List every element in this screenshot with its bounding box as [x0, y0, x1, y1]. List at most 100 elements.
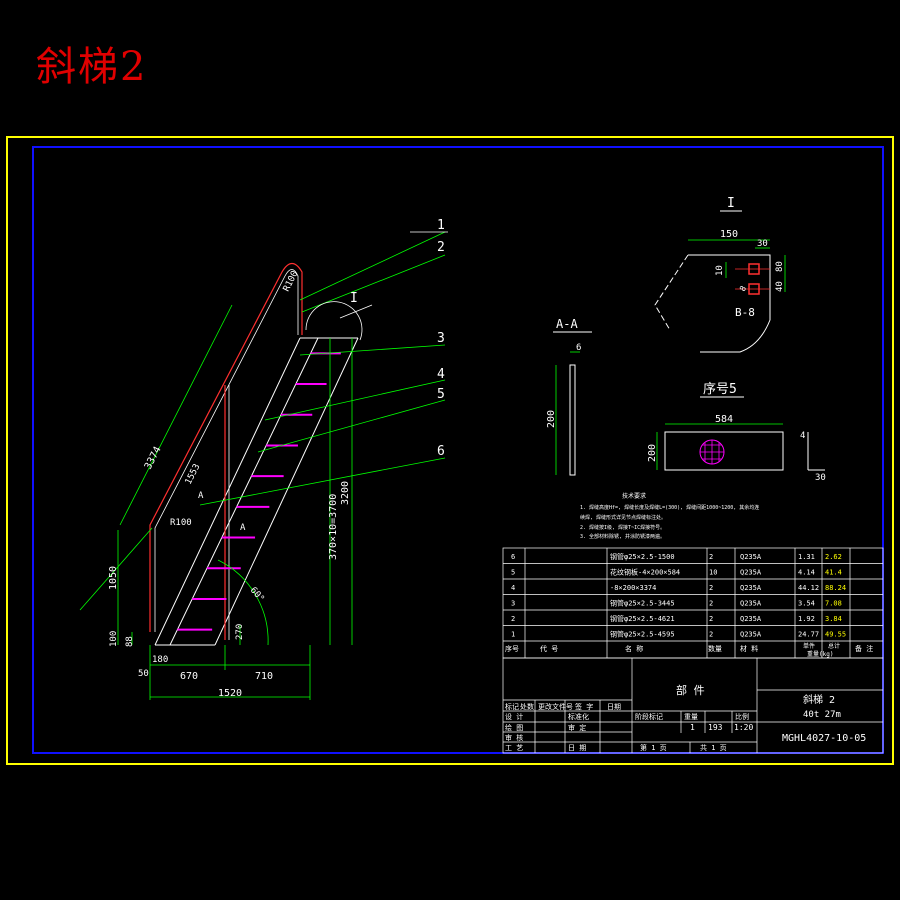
- tb-approve: 审 定: [568, 723, 586, 732]
- bom-header-qty: 数量: [708, 644, 722, 653]
- dim-h270: 270: [235, 624, 245, 640]
- bom-total-weight: 49.55: [825, 631, 846, 639]
- dim-h88: 88: [125, 636, 135, 647]
- tech-notes: 技术要求 1. 焊缝高度Hf=, 焊缝长度及焊缝L=(300), 焊缝间距100…: [580, 492, 759, 540]
- detail-i-d40: 40: [775, 281, 785, 292]
- callout-1: 1: [437, 218, 445, 233]
- dim-h50: 50: [138, 669, 149, 679]
- bom-material: Q235A: [740, 615, 762, 623]
- tech-note-line: 3. 全部材料除锈, 并涂防锈漆两遍。: [580, 533, 665, 540]
- tb-scale-label: 比例: [735, 712, 749, 721]
- bom-material: Q235A: [740, 553, 762, 561]
- bom-unit-weight: 1.92: [798, 615, 815, 623]
- detail-i-d5: 8: [738, 284, 748, 293]
- tech-note-line: 1. 焊缝高度Hf=, 焊缝长度及焊缝L=(300), 焊缝间距1000~120…: [580, 504, 759, 511]
- callout-3: 3: [437, 331, 445, 346]
- detail-i: [654, 210, 786, 353]
- inner-frame: [32, 146, 884, 754]
- dim-w180: 180: [152, 655, 168, 665]
- bom-unit-weight: 3.54: [798, 600, 815, 608]
- tech-note-line: 2. 焊缝按I级, 焊接T~IC焊接符号。: [580, 524, 665, 531]
- bom-total-weight: 3.84: [825, 615, 842, 623]
- callout-2: 2: [437, 240, 445, 255]
- bom-header-total: 总计: [828, 642, 840, 650]
- tb-qty: 1: [690, 723, 695, 732]
- bom-header-code: 代 号: [540, 644, 558, 653]
- part5-thickness: 4: [800, 431, 805, 441]
- bom-no: 4: [511, 584, 515, 592]
- detail-i-d10: 10: [715, 265, 725, 276]
- bom-total-weight: 2.62: [825, 553, 842, 561]
- bom-qty: 2: [709, 553, 713, 561]
- tb-weight: 193: [708, 723, 723, 732]
- bom-header-weight-unit: 重量(kg): [807, 650, 833, 658]
- part5-width: 584: [715, 414, 733, 425]
- dim-w1520: 1520: [218, 688, 242, 699]
- dim-w710: 710: [255, 671, 273, 682]
- section-mark-a1: A: [198, 491, 204, 501]
- tb-count: 处数: [520, 702, 534, 711]
- bom-header-note: 备 注: [855, 644, 873, 653]
- tb-process: 工 艺: [505, 744, 523, 752]
- tb-check: 审 核: [505, 733, 523, 742]
- bom-name: 钢管φ25×2.5-4595: [610, 630, 675, 639]
- tb-subtitle: 40t 27m: [803, 710, 841, 720]
- section-aa-height: 200: [546, 410, 557, 428]
- bom-name: 钢管φ25×2.5-3445: [610, 599, 675, 608]
- tb-stage: 阶段标记: [635, 712, 663, 721]
- tb-scale: 1:20: [734, 723, 753, 732]
- ladder-main-view: [79, 231, 448, 700]
- bom-no: 5: [511, 569, 515, 577]
- bom-header-unit: 单件: [803, 642, 815, 650]
- tb-name: 斜梯 2: [803, 693, 835, 706]
- bom-no: 1: [511, 631, 515, 639]
- dim-bottom-radius: R100: [170, 518, 192, 528]
- dim-angle: 60°: [248, 586, 266, 605]
- part5-view: [656, 396, 825, 471]
- dim-total-h: 3200: [340, 481, 351, 505]
- bom-unit-weight: 24.77: [798, 631, 819, 639]
- tb-sign: 签 字: [575, 702, 593, 711]
- tb-date: 日期: [607, 703, 621, 711]
- part5-label: 序号5: [703, 382, 737, 397]
- dim-overall-len: 3374: [143, 445, 164, 471]
- tb-weight-label: 重量: [684, 713, 698, 721]
- dim-steps: 370×10=3700: [328, 494, 339, 560]
- bom-unit-weight: 1.31: [798, 553, 815, 561]
- bom-qty: 2: [709, 600, 713, 608]
- detail-i-d80: 80: [775, 261, 785, 272]
- dim-h100: 100: [109, 631, 119, 647]
- bom-name: -8×200×3374: [610, 584, 656, 592]
- tb-mark: 标记: [505, 702, 519, 711]
- section-aa: [553, 331, 592, 476]
- bom-name: 钢管φ25×2.5-1500: [610, 552, 675, 561]
- detail-i-w150: 150: [720, 229, 738, 240]
- bom-qty: 2: [709, 631, 713, 639]
- bom-no: 3: [511, 600, 515, 608]
- bom-material: Q235A: [740, 631, 762, 639]
- part5-offset: 30: [815, 473, 826, 483]
- bom-qty: 10: [709, 569, 717, 577]
- tb-change-doc: 更改文件号: [538, 702, 573, 711]
- tb-date2: 日 期: [568, 744, 586, 752]
- tb-design: 设 计: [505, 712, 523, 721]
- bom-qty: 2: [709, 584, 713, 592]
- tb-sheet: 第 1 页: [640, 743, 667, 752]
- bom-header-no: 序号: [505, 644, 519, 653]
- detail-mark: I: [350, 291, 358, 306]
- dim-w670: 670: [180, 671, 198, 682]
- tb-std: 标准化: [568, 712, 589, 721]
- tb-draw: 绘 图: [505, 723, 523, 732]
- part5-height: 200: [647, 444, 658, 462]
- section-aa-thickness: 6: [576, 343, 581, 353]
- tech-note-title: 技术要求: [622, 492, 646, 500]
- callout-6: 6: [437, 444, 445, 459]
- callout-5: 5: [437, 387, 445, 402]
- bom-header-name: 名 称: [625, 644, 643, 653]
- bom-no: 6: [511, 553, 515, 561]
- bom-material: Q235A: [740, 600, 762, 608]
- tb-sheets: 共 1 页: [700, 743, 727, 752]
- bom-total-weight: 41.4: [825, 569, 842, 577]
